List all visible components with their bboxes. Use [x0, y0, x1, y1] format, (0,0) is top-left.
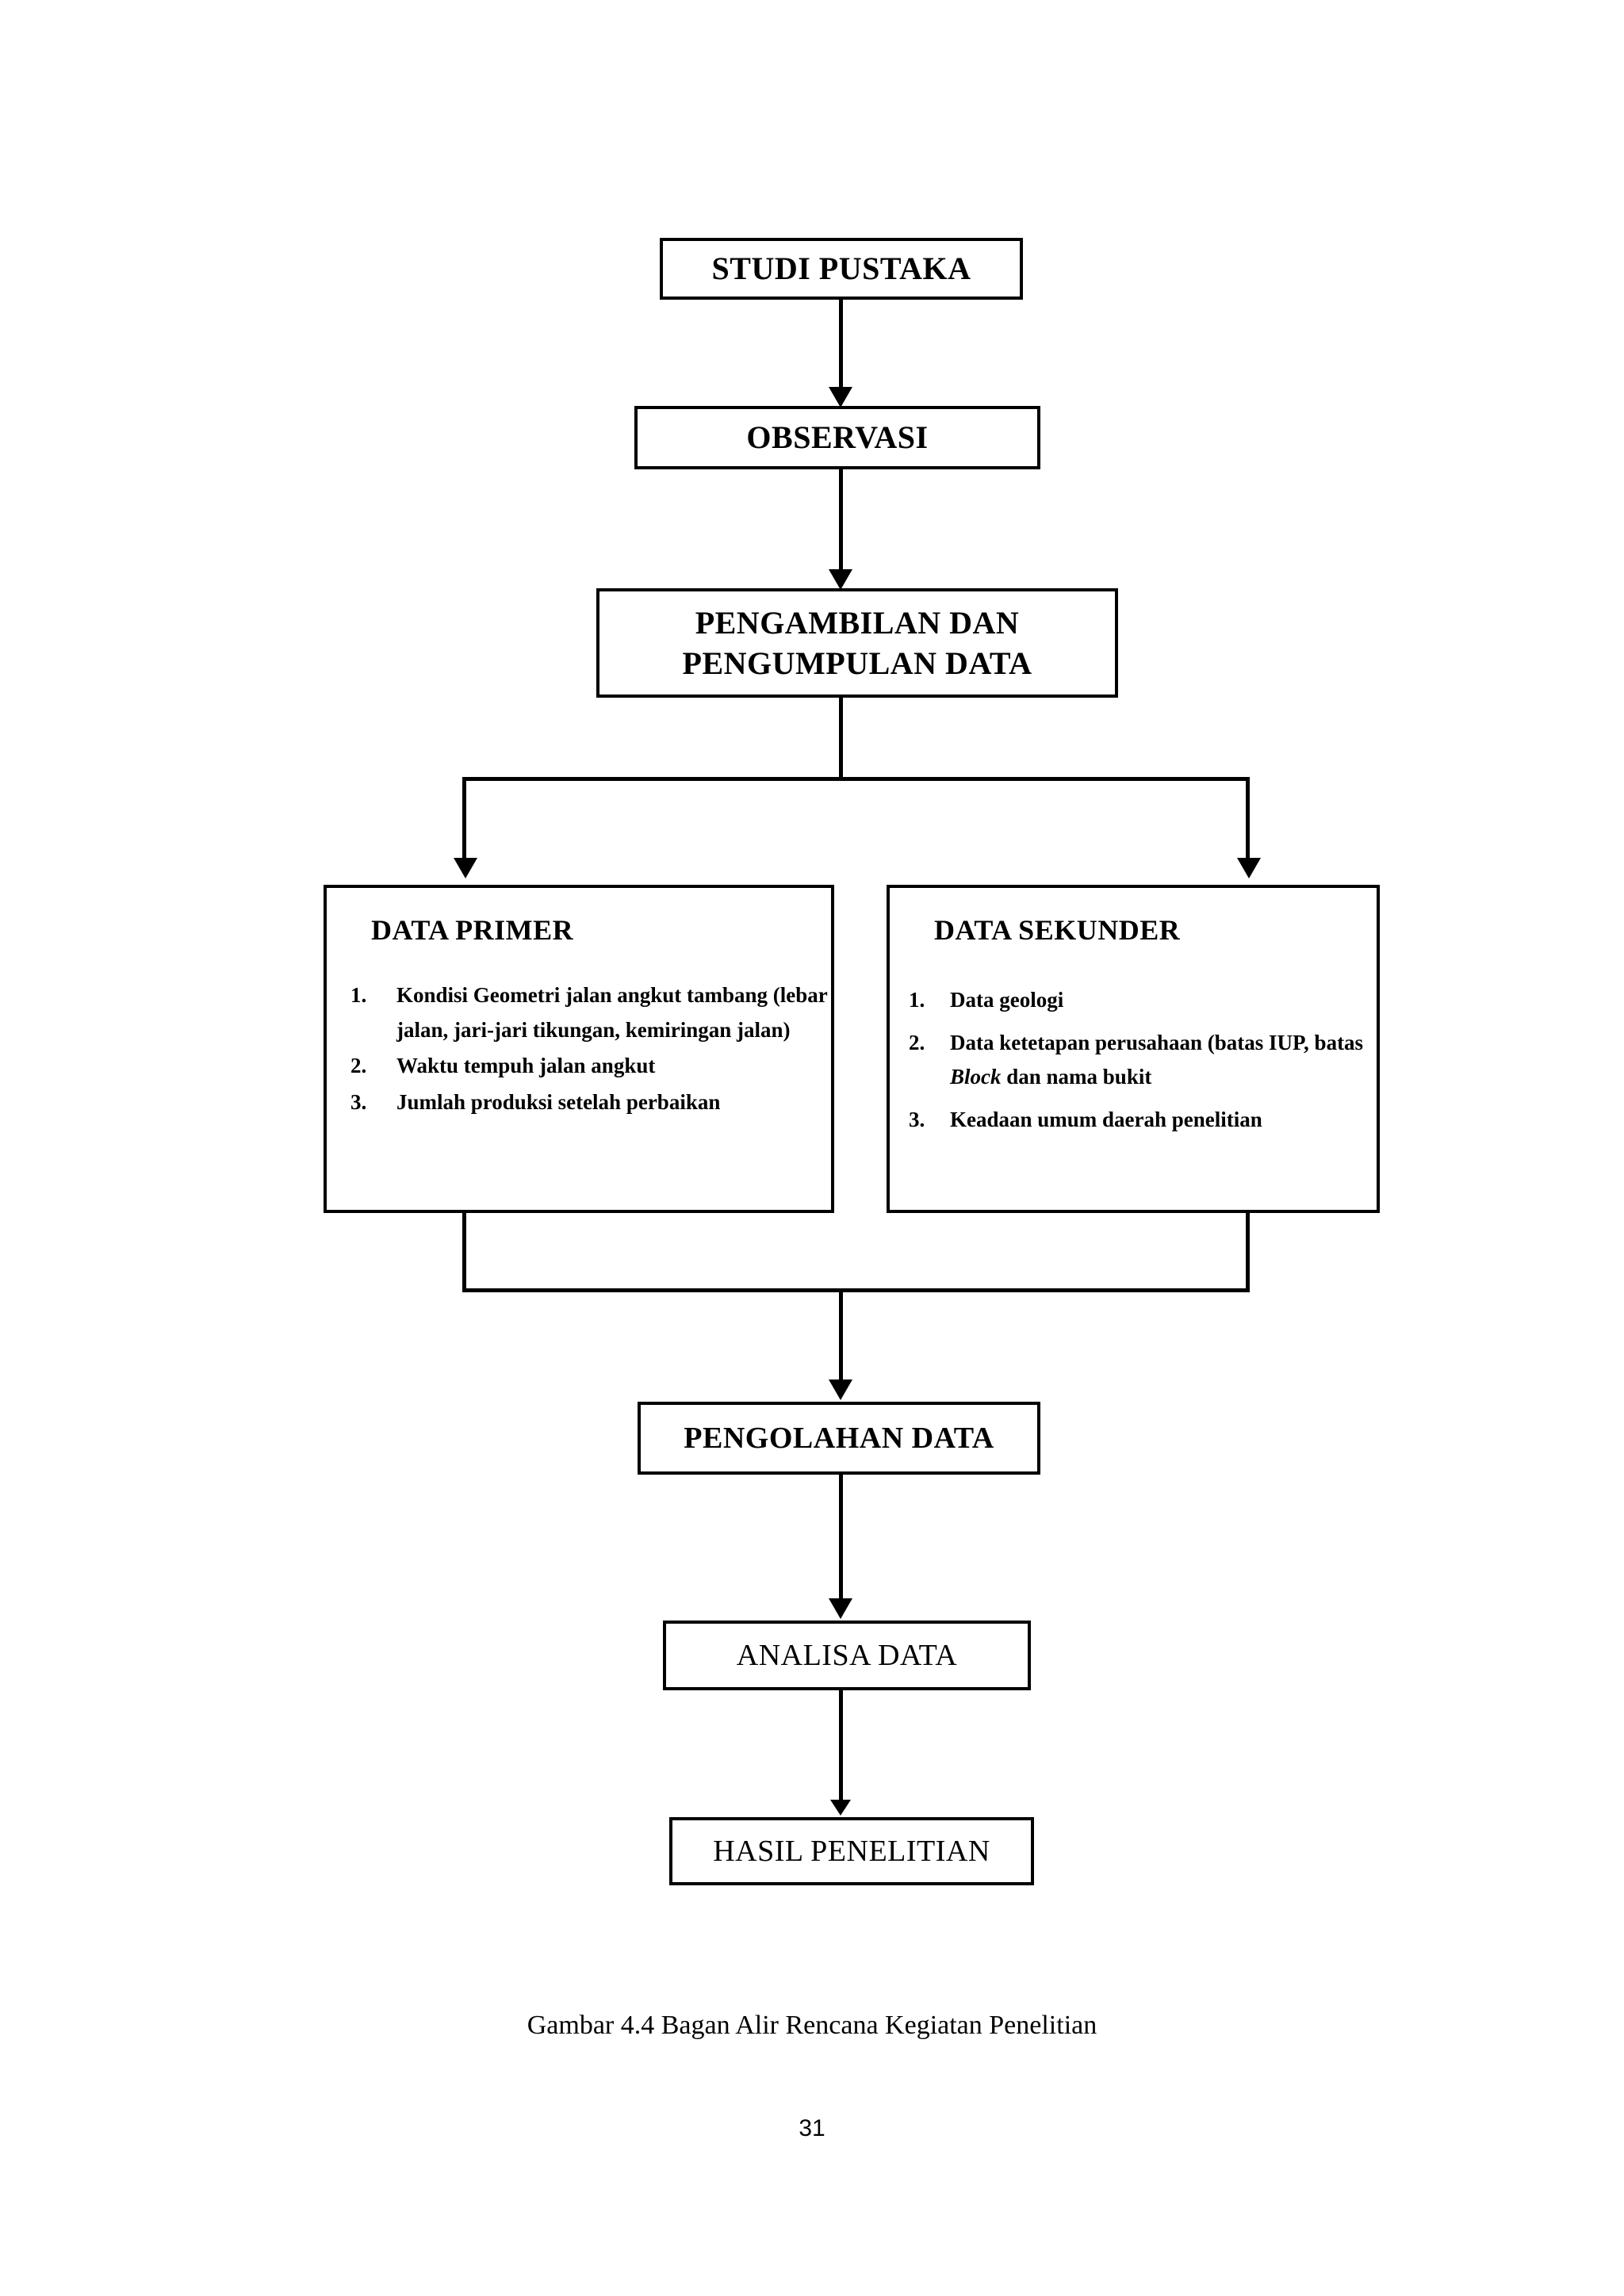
- flow-node-data-primer: DATA PRIMER 1. Kondisi Geometri jalan an…: [324, 885, 834, 1213]
- page-number: 31: [799, 2115, 825, 2141]
- connector-merge-to-pengolahan-arrowhead: [829, 1380, 852, 1400]
- list-item: 1. Data geologi: [890, 983, 1377, 1018]
- figure-caption: Gambar 4.4 Bagan Alir Rencana Kegiatan P…: [527, 2011, 1097, 2040]
- connector-data-sekunder-merge-line: [1246, 1213, 1250, 1292]
- list-item-text: Kondisi Geometri jalan angkut tambang (l…: [396, 983, 828, 1042]
- list-item-text: Data ketetapan perusahaan (batas IUP, ba…: [950, 1030, 1364, 1054]
- connector-analisa-to-hasil-arrowhead: [830, 1800, 851, 1816]
- data-sekunder-list: 1. Data geologi 2. Data ketetapan perusa…: [890, 983, 1377, 1138]
- list-item: 3. Keadaan umum daerah penelitian: [890, 1103, 1377, 1138]
- list-item: 3. Jumlah produksi setelah perbaikan: [327, 1085, 831, 1120]
- connector-merge-to-pengolahan-line: [839, 1288, 843, 1382]
- flow-node-data-sekunder: DATA SEKUNDER 1. Data geologi 2. Data ke…: [887, 885, 1380, 1213]
- connector-pengambilan-split-stem: [839, 698, 843, 780]
- flow-node-label: OBSERVASI: [746, 419, 929, 456]
- list-item-text-tail: dan nama bukit: [1001, 1065, 1152, 1089]
- list-item-text: Jumlah produksi setelah perbaikan: [396, 1090, 721, 1115]
- panel-title-data-primer: DATA PRIMER: [371, 914, 574, 946]
- flow-node-pengolahan-data: PENGOLAHAN DATA: [638, 1402, 1040, 1475]
- flow-node-label: PENGAMBILAN DAN PENGUMPULAN DATA: [683, 603, 1032, 683]
- flow-node-label: HASIL PENELITIAN: [713, 1834, 990, 1868]
- connector-data-primer-merge-line: [462, 1213, 466, 1292]
- list-item-number: 3.: [909, 1108, 925, 1132]
- connector-pengolahan-to-analisa-line: [839, 1475, 843, 1600]
- flow-node-hasil-penelitian: HASIL PENELITIAN: [669, 1817, 1034, 1885]
- flow-node-label-line1: PENGAMBILAN DAN: [695, 604, 1020, 641]
- connector-analisa-to-hasil-line: [839, 1690, 843, 1803]
- list-item-number: 2.: [909, 1030, 925, 1054]
- flow-node-pengambilan-pengumpulan-data: PENGAMBILAN DAN PENGUMPULAN DATA: [596, 588, 1118, 698]
- connector-pengolahan-to-analisa-arrowhead: [829, 1598, 852, 1619]
- list-item: 2. Data ketetapan perusahaan (batas IUP,…: [890, 1026, 1377, 1095]
- panel-title-data-sekunder: DATA SEKUNDER: [934, 914, 1181, 946]
- connector-pengambilan-split-bar: [462, 777, 1250, 781]
- list-item-number: 2.: [350, 1054, 367, 1078]
- data-primer-list: 1. Kondisi Geometri jalan angkut tambang…: [327, 978, 831, 1120]
- connector-observasi-to-pengambilan-line: [839, 469, 843, 571]
- list-item-text-italic: Block: [950, 1065, 1002, 1089]
- connector-split-to-data-sekunder-line: [1246, 777, 1250, 859]
- list-item: 2. Waktu tempuh jalan angkut: [327, 1049, 831, 1084]
- list-item-number: 1.: [909, 988, 925, 1012]
- connector-split-to-data-primer-line: [462, 777, 466, 859]
- list-item-text: Data geologi: [950, 988, 1064, 1012]
- connector-split-to-data-primer-arrowhead: [454, 858, 477, 878]
- flow-node-label: PENGOLAHAN DATA: [684, 1421, 994, 1455]
- list-item-number: 1.: [350, 983, 367, 1007]
- flow-node-observasi: OBSERVASI: [634, 406, 1040, 469]
- connector-observasi-to-pengambilan-arrowhead: [829, 569, 852, 590]
- list-item-number: 3.: [350, 1090, 367, 1115]
- flow-node-label: STUDI PUSTAKA: [711, 251, 971, 287]
- connector-data-merge-bar: [462, 1288, 1250, 1292]
- flow-node-analisa-data: ANALISA DATA: [663, 1621, 1031, 1690]
- connector-studi-to-observasi-arrowhead: [829, 387, 852, 408]
- list-item-text: Waktu tempuh jalan angkut: [396, 1054, 656, 1078]
- flow-node-studi-pustaka: STUDI PUSTAKA: [660, 238, 1023, 300]
- list-item: 1. Kondisi Geometri jalan angkut tambang…: [327, 978, 831, 1047]
- flow-node-label: ANALISA DATA: [736, 1638, 958, 1672]
- list-item-text: Keadaan umum daerah penelitian: [950, 1108, 1262, 1132]
- flow-node-label-line2: PENGUMPULAN DATA: [682, 645, 1032, 681]
- connector-studi-to-observasi-line: [839, 300, 843, 388]
- connector-split-to-data-sekunder-arrowhead: [1237, 858, 1261, 878]
